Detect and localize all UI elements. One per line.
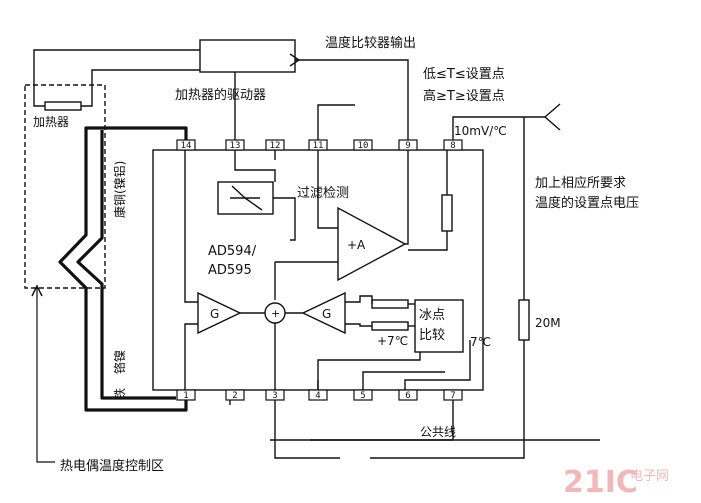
sum-symbol: +	[271, 307, 280, 320]
chip-label-line1: AD594/	[208, 244, 257, 259]
wire-filter-out	[273, 197, 296, 241]
pin-top-label-14: 14	[181, 141, 192, 151]
pin-top-9	[398, 139, 418, 151]
input-tick-down	[544, 116, 561, 131]
wire-resistor-10mv-bottom	[408, 231, 448, 251]
pin-top-11	[308, 139, 328, 151]
heater-zone-box	[24, 84, 106, 289]
pin-top-label-10: 10	[358, 141, 369, 151]
nickel-label: 铬镍	[112, 350, 127, 374]
pin-bottom-7	[443, 389, 463, 401]
plus7c-label: +7℃	[377, 334, 408, 348]
gain-amp-right	[301, 291, 346, 335]
wire-common-left	[274, 323, 340, 459]
pin-top-12	[265, 139, 285, 151]
pin-top-10	[353, 139, 373, 151]
pin-top-label-8: 8	[450, 141, 455, 151]
heater-driver-label: 加热器的驱动器	[175, 87, 266, 103]
pin-bottom-label-1: 1	[183, 391, 188, 401]
seven-c-label: 7℃	[470, 335, 491, 349]
thermocouple-zone-leader	[36, 288, 55, 463]
constantan-label: 康铜(镍铝)	[112, 161, 127, 218]
wire-amp-input-top	[317, 150, 338, 229]
heater-label: 加热器	[33, 115, 69, 129]
wire-20m-bottom	[370, 340, 525, 459]
iron-label: 铁	[113, 388, 127, 400]
pin-bottom-5	[353, 389, 373, 401]
wire-pin5	[362, 371, 445, 390]
low-condition-label: 低≤T≤设置点	[423, 67, 505, 82]
pin-bottom-label-7: 7	[450, 391, 455, 401]
wire-pin11	[317, 104, 355, 140]
pin-top-label-9: 9	[405, 141, 410, 151]
compare-label: 比较	[419, 328, 445, 343]
pin-bottom-1	[176, 389, 196, 401]
wire-heater-driver-top	[33, 49, 200, 107]
filter-detect-label: 过滤检测	[297, 186, 349, 201]
heater-driver-box	[199, 39, 296, 73]
pin-top-13	[225, 139, 245, 151]
chip-label-line2: AD595	[208, 263, 252, 278]
gain-amp-left	[197, 291, 242, 335]
heater-element	[44, 101, 82, 111]
transistor-emitter	[244, 197, 263, 211]
pin-bottom-label-5: 5	[360, 391, 365, 401]
thermocouple-wire-constantan	[58, 126, 188, 412]
watermark-brand: 21IC	[563, 465, 638, 500]
setpoint-label-line1: 加上相应所要求	[535, 175, 626, 191]
comparator-output-label: 温度比较器输出	[325, 35, 416, 51]
pin-top-label-11: 11	[313, 141, 324, 151]
amplifier-a-label: +A	[347, 238, 366, 252]
pin-bottom-label-3: 3	[272, 391, 277, 401]
arrow-comparator-output	[289, 53, 301, 67]
gain-right-label: G	[322, 307, 331, 321]
pin-bottom-2	[225, 389, 245, 401]
setpoint-label-line2: 温度的设置点电压	[535, 195, 639, 211]
thermocouple-zone-label: 热电偶温度控制区	[60, 458, 164, 474]
pin-top-8	[443, 139, 463, 151]
pin-bottom-6	[398, 389, 418, 401]
amplifier-a	[337, 206, 407, 282]
resistor-20m	[518, 299, 530, 341]
input-tick-up	[544, 103, 561, 118]
ice-point-label: 冰点	[419, 308, 445, 323]
pin-bottom-label-4: 4	[315, 391, 320, 401]
thermocouple-zone-arrow	[31, 284, 43, 297]
gain-left-label: G	[210, 307, 219, 321]
high-condition-label: 高≥T≥设置点	[423, 88, 505, 104]
pin-top-label-12: 12	[270, 141, 281, 151]
pin-bottom-label-6: 6	[405, 391, 410, 401]
pin-bottom-4	[308, 389, 328, 401]
wire-pin8-setpoint	[452, 116, 545, 140]
wire-pin6	[404, 340, 471, 390]
transistor-collector	[231, 185, 246, 199]
resistor-20m-label: 20M	[535, 316, 561, 330]
scale-label: 10mV/℃	[454, 124, 507, 138]
wire-ice-top	[345, 295, 373, 304]
wire-left-g-bottom	[184, 323, 198, 390]
wire-ice-pin4	[317, 352, 421, 390]
thermocouple-wire-iron	[76, 130, 176, 400]
wire-ice-bottom	[345, 323, 372, 327]
wire-amp-output	[405, 150, 409, 245]
wire-filter-in	[234, 150, 276, 182]
pin-bottom-3	[265, 389, 285, 401]
pin-top-label-13: 13	[230, 141, 241, 151]
wire-heater-driver-bottom	[81, 69, 200, 107]
watermark-sub: 电子网	[630, 469, 669, 484]
pin-top-14	[176, 139, 196, 151]
common-line-label: 公共线	[420, 425, 456, 439]
ice-resistor-bottom	[371, 321, 409, 331]
wire-comparator-output	[295, 59, 409, 140]
pin-bottom-label-2: 2	[232, 391, 237, 401]
ice-resistor-top	[371, 299, 409, 309]
wire-left-g-top	[184, 150, 198, 303]
resistor-10mv	[441, 194, 453, 232]
